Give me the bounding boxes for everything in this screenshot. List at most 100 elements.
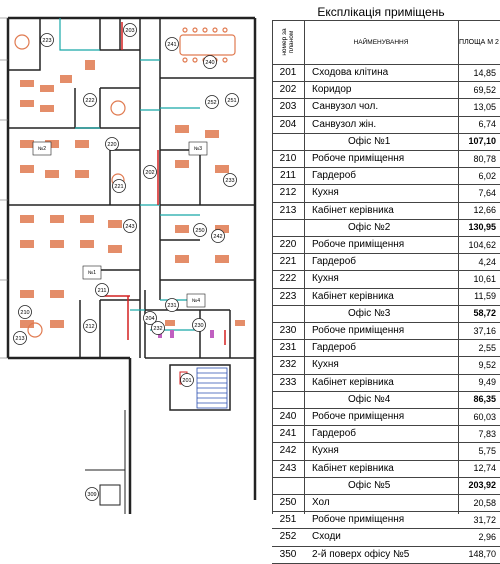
room-area: 203,92 (468, 480, 496, 491)
room-number: 202 (279, 84, 297, 96)
room-name: Гардероб (312, 342, 356, 354)
room-label: 213 (15, 336, 24, 342)
room-label-circle (85, 487, 99, 501)
glass-partitions (59, 18, 200, 331)
legend-row: 222 Кухня 10,61 (272, 270, 500, 289)
room-number: 210 (279, 153, 297, 165)
legend-office-row: Офіс №2 130,95 (272, 219, 500, 237)
room-label-circle (143, 165, 157, 179)
room-name: Кухня (312, 445, 339, 457)
furniture (20, 60, 245, 328)
room-name: Санвузол жін. (312, 118, 377, 130)
room-label: 232 (153, 326, 162, 332)
col-name-header: НАЙМЕНУВАННЯ (353, 38, 409, 46)
room-name: Робоче приміщення (312, 239, 405, 251)
room-area: 2,55 (478, 342, 496, 353)
room-number: 243 (279, 462, 297, 474)
room-label: 243 (125, 224, 134, 230)
col-num-header: номер за планом (281, 28, 295, 56)
room-label: 201 (182, 378, 191, 384)
room-number: 242 (279, 445, 297, 457)
bottom-structure (85, 410, 126, 514)
room-label: 222 (85, 98, 94, 104)
outer-walls (6, 16, 257, 514)
room-area: 4,24 (478, 256, 496, 267)
office-tag-box (82, 265, 102, 280)
room-number: 212 (279, 187, 297, 199)
room-area: 13,05 (473, 101, 496, 112)
room-label: 211 (98, 288, 107, 294)
legend-title: Експлікація приміщень (317, 5, 445, 19)
room-number: 233 (279, 376, 297, 388)
room-name: Офіс №2 (348, 221, 391, 233)
room-name: Кухня (312, 273, 339, 285)
room-name: Робоче приміщення (312, 411, 405, 423)
room-label: 202 (145, 170, 154, 176)
room-name: Офіс №5 (348, 479, 391, 491)
room-name: Робоче приміщення (312, 325, 405, 337)
room-area: 7,64 (478, 187, 496, 198)
office-tag-box (188, 141, 208, 156)
room-area: 12,74 (473, 463, 496, 474)
room-number: 250 (279, 497, 297, 509)
room-name: Гардероб (312, 256, 356, 268)
room-label: 242 (213, 234, 222, 240)
room-area: 69,52 (473, 84, 496, 95)
room-number: 252 (279, 531, 297, 543)
room-area: 11,59 (474, 291, 496, 302)
room-label: 223 (42, 38, 51, 44)
room-area: 10,61 (473, 273, 496, 284)
room-label-circle (165, 37, 179, 51)
room-area: 7,83 (478, 428, 496, 439)
room-name: Хол (312, 497, 330, 509)
room-number: 203 (279, 101, 297, 113)
office-tag-box (32, 141, 52, 156)
room-label: 220 (107, 142, 116, 148)
room-number: 222 (279, 273, 297, 285)
room-label-circle (223, 173, 237, 187)
room-area: 31,72 (473, 514, 496, 525)
room-label: 241 (167, 42, 176, 48)
room-area: 2,96 (478, 531, 496, 542)
room-label: 240 (205, 60, 214, 66)
room-number: 201 (279, 67, 297, 79)
room-number: 220 (279, 239, 297, 251)
room-label: 309 (87, 492, 96, 498)
room-label-circle (180, 373, 194, 387)
room-name: 2-й поверх офісу №5 (312, 548, 410, 560)
room-area: 6,74 (478, 119, 496, 130)
room-label: 251 (227, 98, 236, 104)
room-label: 233 (225, 178, 234, 184)
room-label-circle (112, 179, 126, 193)
room-number: 221 (279, 256, 297, 268)
room-name: Кабінет керівника (312, 462, 394, 474)
office-tag: №2 (38, 146, 46, 152)
red-accents (100, 22, 226, 345)
room-area: 130,95 (468, 222, 496, 233)
room-label-circle (205, 95, 219, 109)
office-tag: №4 (192, 298, 200, 304)
room-label-circle (165, 298, 179, 312)
col-area-header: ПЛОЩА М 2 (459, 38, 499, 46)
room-label: 212 (85, 324, 94, 330)
room-label-circle (203, 55, 217, 69)
room-label: 250 (195, 228, 204, 234)
room-name: Кабінет керівника (312, 204, 394, 216)
room-area: 58,72 (473, 308, 496, 319)
room-number: 211 (280, 170, 296, 182)
legend-row: 221 Гардероб 4,24 (272, 253, 500, 272)
room-label-circle (40, 33, 54, 47)
